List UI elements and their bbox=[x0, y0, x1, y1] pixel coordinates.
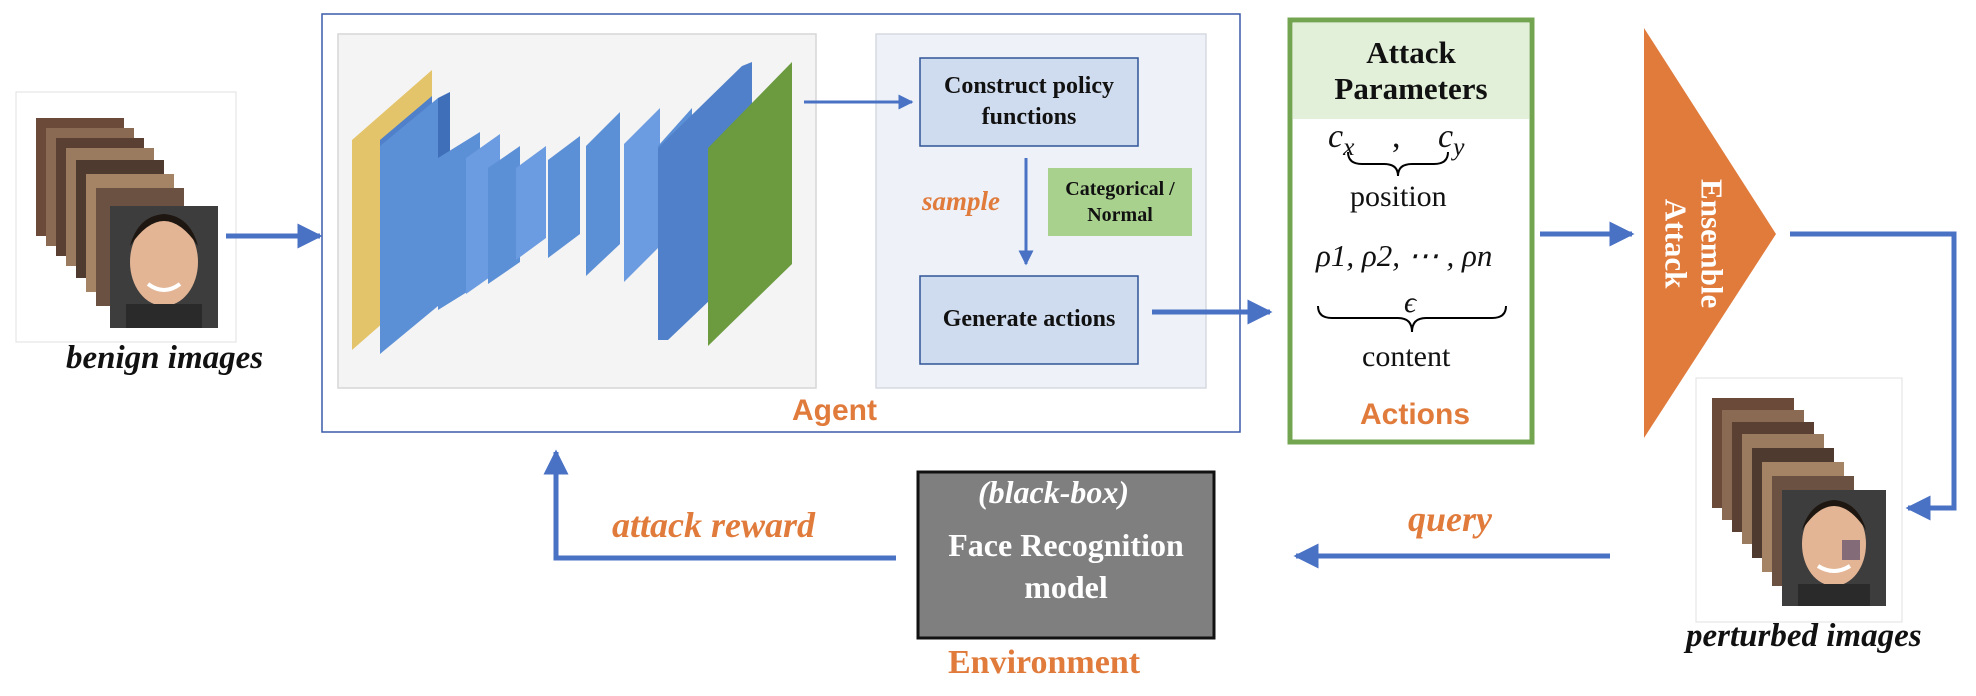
environment-label: Environment bbox=[948, 644, 1141, 681]
cy-text: cy bbox=[1438, 118, 1465, 161]
categorical-box bbox=[1048, 168, 1192, 236]
benign-image-stack bbox=[36, 118, 218, 328]
rho-label: ρ1, ρ2, ⋯ , ρn bbox=[1316, 238, 1493, 273]
network-diagram bbox=[352, 62, 792, 354]
perturbed-caption: perturbed images bbox=[1686, 618, 1922, 654]
categorical-text: Categorical / Normal bbox=[1065, 178, 1175, 226]
generate-text: Generate actions bbox=[942, 306, 1116, 333]
construct-text: Construct policy functions bbox=[944, 72, 1114, 130]
cx-text: cx bbox=[1328, 118, 1355, 161]
arrow-ensemble-to-perturbed bbox=[1790, 231, 1957, 521]
ensemble-triangle bbox=[1644, 28, 1776, 438]
benign-caption: benign images bbox=[66, 340, 264, 376]
layer-encoder-1 bbox=[380, 98, 438, 354]
actions-header-text: Attack Parameters bbox=[1334, 35, 1488, 106]
agent-frame bbox=[321, 13, 1241, 433]
agent-label: Agent bbox=[792, 394, 877, 427]
position-brace bbox=[1347, 151, 1449, 177]
comma-label: , bbox=[1392, 118, 1401, 155]
content-brace bbox=[1317, 305, 1507, 333]
actions-label: Actions bbox=[1360, 398, 1471, 431]
layer-bottleneck-2 bbox=[548, 136, 580, 258]
cy-label: cy bbox=[1438, 118, 1464, 162]
env-model-text: Face Recognition model bbox=[948, 527, 1184, 605]
arrow-reward bbox=[543, 449, 896, 561]
layer-decoder-2 bbox=[624, 108, 660, 282]
layer-bottleneck-1 bbox=[516, 146, 546, 260]
perturbed-image-stack bbox=[1712, 398, 1886, 606]
connector-arrows bbox=[226, 94, 1957, 569]
cx-label: cx bbox=[1328, 118, 1354, 162]
construct-box bbox=[919, 57, 1139, 147]
blackbox-label: (black-box) bbox=[978, 474, 1130, 510]
query-label: query bbox=[1408, 499, 1492, 539]
generate-box bbox=[919, 275, 1139, 365]
layer-output-green bbox=[708, 62, 792, 346]
sample-label: sample bbox=[922, 186, 1000, 216]
actions-header-bg bbox=[1293, 23, 1529, 119]
reward-label: attack reward bbox=[612, 505, 815, 545]
ensemble-label: Ensemble Attack bbox=[1659, 179, 1730, 309]
layer-encoder-4 bbox=[488, 146, 520, 284]
position-label: position bbox=[1350, 180, 1447, 213]
content-label: content bbox=[1362, 340, 1451, 373]
layer-decoder-1 bbox=[586, 112, 620, 276]
environment-box bbox=[916, 470, 1216, 640]
epsilon-label: ϵ bbox=[1404, 286, 1417, 319]
